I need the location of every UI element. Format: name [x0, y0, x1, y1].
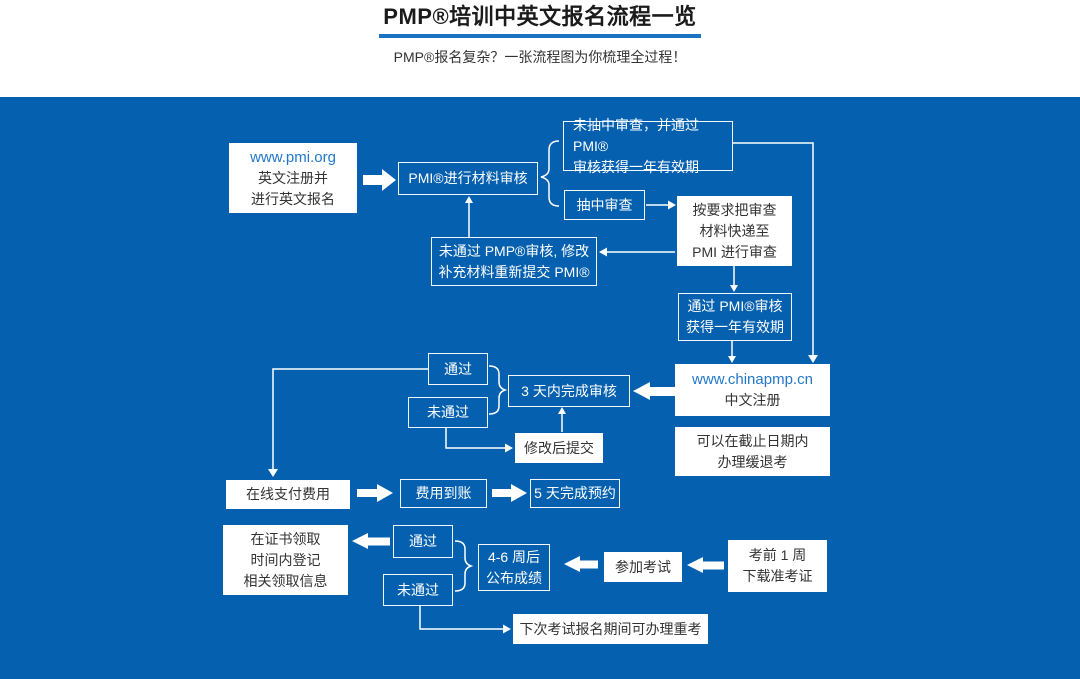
header: PMP®培训中英文报名流程一览 PMP®报名复杂？一张流程图为你梳理全过程！	[0, 0, 1080, 67]
node-pass-2: 通过	[393, 525, 453, 558]
node-sampled: 抽中审查	[564, 190, 645, 220]
node-line: 审核获得一年有效期	[573, 158, 699, 175]
node-line: 下载准考证	[742, 568, 813, 584]
node-line: 可以在截止日期内	[696, 432, 809, 449]
node-chinapmp: www.chinapmp.cn 中文注册	[675, 364, 830, 416]
node-cert: 在证书领取 时间内登记 相关领取信息	[223, 525, 348, 595]
node-admit: 考前 1 周 下载准考证	[728, 540, 827, 592]
node-resubmit-pmi: 未通过 PMP®审核, 修改 补充材料重新提交 PMI®	[431, 237, 597, 286]
node-line: 通过	[444, 360, 472, 377]
node-pass-1: 通过	[428, 353, 488, 385]
node-resubmit: 修改后提交	[515, 433, 603, 463]
node-line: 进行英文报名	[251, 190, 335, 207]
node-line: 未通过	[397, 581, 439, 598]
node-exam: 参加考试	[604, 552, 682, 582]
node-defer: 可以在截止日期内 办理缓退考	[675, 427, 830, 476]
node-line: 下次考试报名期间可办理重考	[519, 620, 702, 637]
node-fee: 费用到账	[400, 479, 487, 508]
page-subtitle: PMP®报名复杂？一张流程图为你梳理全过程！	[393, 49, 687, 65]
pmi-url-text: www.pmi.org	[250, 148, 336, 166]
node-line: 3 天内完成审核	[521, 382, 617, 399]
node-line: 补充材料重新提交 PMI®	[438, 263, 590, 280]
node-line: PMI®进行材料审核	[408, 170, 528, 186]
chinapmp-url-text: www.chinapmp.cn	[692, 371, 813, 388]
node-reserve: 5 天完成预约	[530, 479, 620, 508]
flowchart-panel	[0, 97, 1080, 679]
node-line: 费用到账	[415, 485, 472, 501]
node-line: 办理缓退考	[717, 453, 788, 470]
node-line: PMI 进行审查	[692, 243, 777, 260]
node-line: 中文注册	[724, 392, 781, 408]
node-line: 修改后提交	[524, 439, 594, 456]
node-line: 材料快递至	[699, 222, 770, 239]
node-line: 按要求把审查	[692, 201, 777, 218]
node-line: 考前 1 周	[748, 547, 807, 563]
node-line: 通过 PMI®审核	[687, 298, 783, 314]
node-weeks: 4-6 周后 公布成绩	[478, 544, 550, 591]
node-line: 未抽中审查，并通过 PMI®	[573, 116, 699, 154]
node-line: 通过	[409, 533, 437, 549]
node-line: 获得一年有效期	[686, 319, 784, 335]
node-express: 按要求把审查 材料快递至 PMI 进行审查	[677, 196, 792, 266]
node-review-3day: 3 天内完成审核	[508, 375, 630, 407]
node-line: 相关领取信息	[243, 572, 328, 589]
node-line: 抽中审查	[576, 196, 633, 213]
node-not-sampled: 未抽中审查，并通过 PMI® 审核获得一年有效期	[563, 117, 733, 175]
title-underline	[379, 34, 701, 38]
node-line: 未通过	[427, 404, 469, 420]
node-retake: 下次考试报名期间可办理重考	[513, 614, 708, 644]
node-pmi-register: www.pmi.org 英文注册并 进行英文报名	[229, 143, 357, 213]
node-line: 4-6 周后	[487, 548, 541, 565]
node-line: 未通过 PMP®审核, 修改	[438, 242, 590, 259]
node-line: 时间内登记	[250, 551, 321, 568]
node-line: 在线支付费用	[246, 486, 330, 502]
node-line: 公布成绩	[486, 569, 542, 586]
node-line: 在证书领取	[250, 530, 321, 547]
node-pay: 在线支付费用	[226, 480, 350, 509]
node-line: 英文注册并	[258, 169, 328, 186]
node-line: 5 天完成预约	[534, 485, 616, 501]
node-pmi-pass: 通过 PMI®审核 获得一年有效期	[678, 293, 792, 341]
node-pmi-review: PMI®进行材料审核	[398, 162, 538, 195]
node-line: 参加考试	[615, 558, 671, 575]
page-title: PMP®培训中英文报名流程一览	[383, 4, 697, 29]
node-fail-1: 未通过	[408, 397, 488, 428]
node-fail-2: 未通过	[383, 574, 453, 606]
